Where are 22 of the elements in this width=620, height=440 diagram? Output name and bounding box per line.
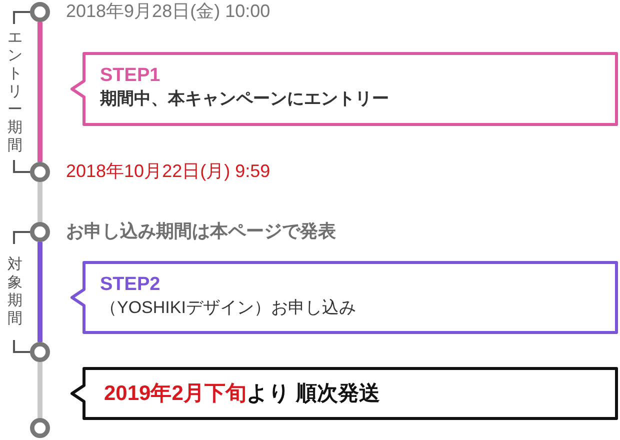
delivery-note: 2019年2月下旬より 順次発送 <box>104 381 380 406</box>
step-title: STEP1 <box>100 65 160 88</box>
step-description: 期間中、本キャンペーンにエントリー <box>100 89 389 110</box>
callout-box <box>70 52 618 126</box>
date-label: 2018年9月28日(金) 10:00 <box>66 1 270 23</box>
timeline-segment <box>38 362 42 418</box>
timeline-ring <box>30 418 50 438</box>
period-label: 対象期間 <box>7 256 23 328</box>
timeline-segment <box>38 242 42 342</box>
period-label: エントリー期間 <box>7 29 23 155</box>
timeline-segment <box>38 182 42 222</box>
timeline-ring <box>30 222 50 242</box>
date-label: お申し込み期間は本ページで発表 <box>66 221 336 243</box>
step-description: （YOSHIKIデザイン）お申し込み <box>100 298 356 318</box>
timeline-segment <box>38 22 42 162</box>
timeline-ring <box>30 2 50 22</box>
step-title: STEP2 <box>100 274 160 297</box>
timeline-ring <box>30 342 50 362</box>
callout-box <box>70 261 618 334</box>
callout-box <box>70 367 618 420</box>
timeline-ring <box>30 162 50 182</box>
date-label: 2018年10月22日(月) 9:59 <box>66 161 270 183</box>
